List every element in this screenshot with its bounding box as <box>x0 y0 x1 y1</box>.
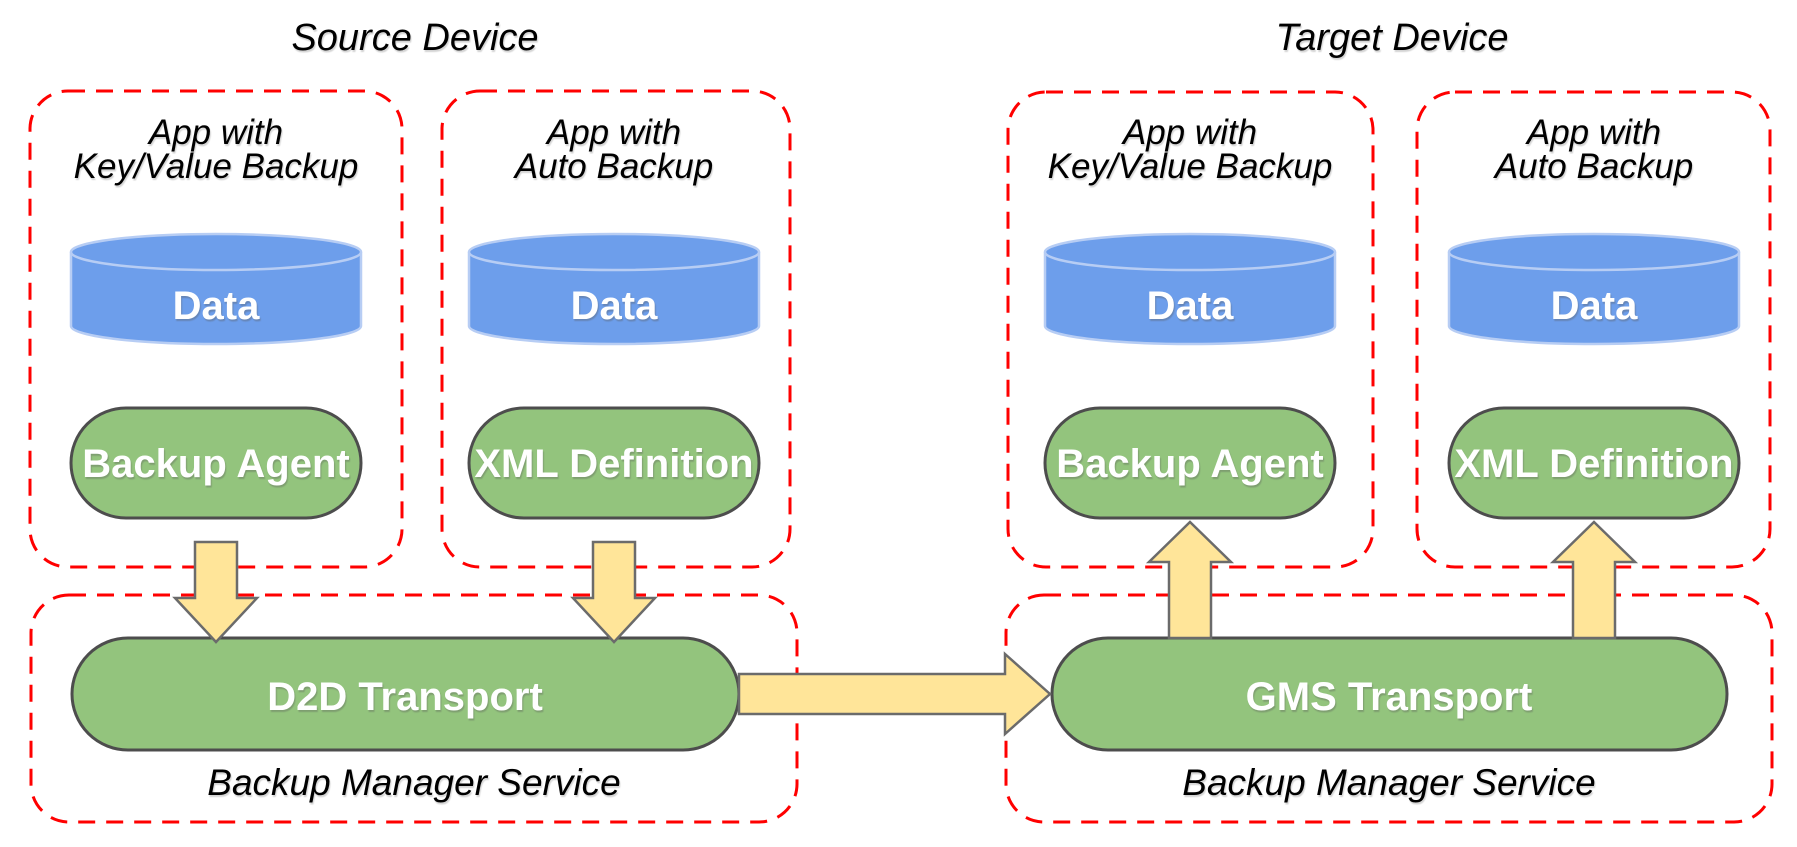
data-label: Data <box>173 284 260 328</box>
gms-transport-pill <box>1050 636 1729 752</box>
cylinder-body <box>1043 252 1337 346</box>
data-label: Data <box>571 284 658 328</box>
app-label-line1: App with <box>1121 113 1257 152</box>
data-cylinder-icon: Data <box>1447 232 1741 346</box>
cylinder-body <box>1447 252 1741 346</box>
gms-to-xml-definition-arrow <box>1549 520 1639 640</box>
cylinder-top <box>467 232 761 272</box>
data-label: Data <box>1147 284 1234 328</box>
app-label-line2: Key/Value Backup <box>74 147 359 186</box>
transport-label: D2D Transport <box>267 675 543 719</box>
app-label-line2: Key/Value Backup <box>1048 147 1333 186</box>
app-box-border <box>1006 90 1375 569</box>
cylinder-body <box>467 252 761 346</box>
gms-to-backup-agent-arrow <box>1145 520 1235 640</box>
service-box-border <box>1004 593 1774 824</box>
cylinder-top <box>1043 232 1337 272</box>
component-label: XML Definition <box>474 442 753 486</box>
data-label: Data <box>1551 284 1638 328</box>
d2d-to-gms-transfer-arrow <box>737 651 1052 737</box>
component-label: Backup Agent <box>82 442 349 486</box>
component-label: XML Definition <box>1454 442 1733 486</box>
xml-definition-to-d2d-arrow <box>570 540 658 644</box>
source-device-title: Source Device <box>291 17 538 59</box>
data-cylinder-icon: Data <box>1043 232 1337 346</box>
backup-agent-pill <box>69 406 363 520</box>
backup-agent-to-d2d-arrow <box>172 540 260 644</box>
service-label: Backup Manager Service <box>207 762 620 803</box>
cylinder-top <box>1447 232 1741 272</box>
app-label-line2: Auto Backup <box>1493 147 1693 186</box>
app-label-line2: Auto Backup <box>513 147 713 186</box>
data-cylinder-icon: Data <box>467 232 761 346</box>
service-label: Backup Manager Service <box>1182 762 1595 803</box>
target-device-title: Target Device <box>1275 17 1508 59</box>
app-box-source-keyvalue: App with Key/Value Backup Data Backup Ag… <box>28 89 404 569</box>
xml-definition-pill <box>467 406 761 520</box>
service-box-source: D2D Transport Backup Manager Service <box>29 593 799 824</box>
data-cylinder-icon: Data <box>69 232 363 346</box>
app-label-line1: App with <box>545 113 681 152</box>
component-label: Backup Agent <box>1056 442 1323 486</box>
app-box-target-auto: App with Auto Backup Data XML Definition <box>1415 90 1772 569</box>
service-box-target: GMS Transport Backup Manager Service <box>1004 593 1774 824</box>
app-label-line1: App with <box>1525 113 1661 152</box>
xml-definition-pill <box>1447 406 1741 520</box>
transport-label: GMS Transport <box>1246 675 1533 719</box>
cylinder-top <box>69 232 363 272</box>
backup-agent-pill <box>1043 406 1337 520</box>
app-box-target-keyvalue: App with Key/Value Backup Data Backup Ag… <box>1006 90 1375 569</box>
app-label-line1: App with <box>147 113 283 152</box>
cylinder-body <box>69 252 363 346</box>
app-box-source-auto: App with Auto Backup Data XML Definition <box>440 89 792 569</box>
